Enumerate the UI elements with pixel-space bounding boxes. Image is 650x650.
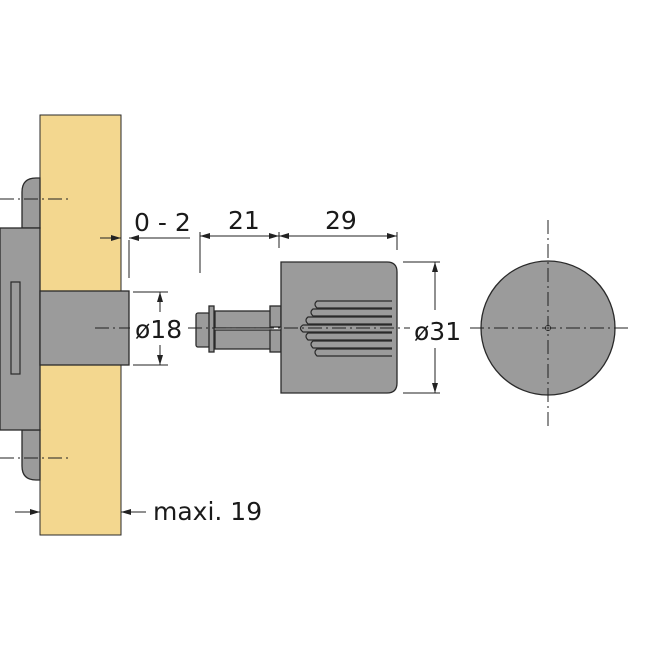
sleeve-diameter-label: ø18 [135,315,182,344]
knob-length-label: 29 [325,206,357,235]
dimension-lines [15,232,440,515]
plate-slot [10,281,21,375]
sleeve [39,290,130,366]
pin-length-label: 21 [228,206,260,235]
knob-diameter-label: ø31 [414,317,461,346]
pin [195,305,282,353]
gap-dimension-label: 0 - 2 [134,208,191,237]
centerlines [0,198,632,459]
back-plate [0,177,41,481]
knob-ribs [299,300,392,357]
max-thickness-label: maxi. 19 [153,497,262,526]
